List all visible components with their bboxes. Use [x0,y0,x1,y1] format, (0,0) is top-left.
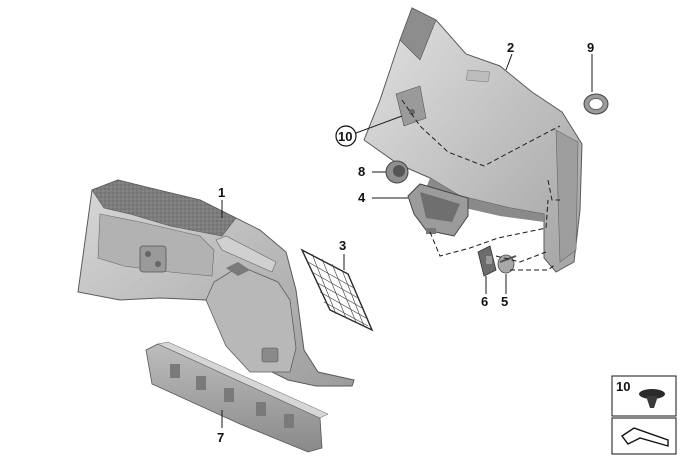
callout-4: 4 [358,190,366,205]
callout-3: 3 [339,238,346,253]
callout-9: 9 [587,40,594,55]
leader-lines [221,53,593,428]
part-3-luggage-net [300,248,374,332]
part-2-right-side-trim-panel [363,7,583,273]
part-7-lower-strip [145,341,329,453]
part-6-clip [477,245,497,277]
callout-5: 5 [501,294,508,309]
callout-7: 7 [217,430,224,445]
part-9-grommet [583,93,609,115]
callout-10-circled: 10 [335,125,357,147]
legend-number: 10 [616,379,630,394]
callout-1: 1 [218,185,225,200]
assembly-dashed-lines [429,199,557,271]
callout-labels: 1 2 3 4 5 6 7 8 9 10 [217,40,594,445]
part-1-left-side-trim-panel [77,179,355,387]
part-4-storage-bin [407,183,469,237]
callout-10: 10 [338,129,352,144]
callout-2: 2 [507,40,514,55]
arrow-symbol-icon [620,427,669,447]
callout-6: 6 [481,294,488,309]
part-8-socket [385,160,409,184]
callout-8: 8 [358,164,365,179]
push-rivet-icon [639,389,665,408]
legend-box: 10 [611,375,677,455]
